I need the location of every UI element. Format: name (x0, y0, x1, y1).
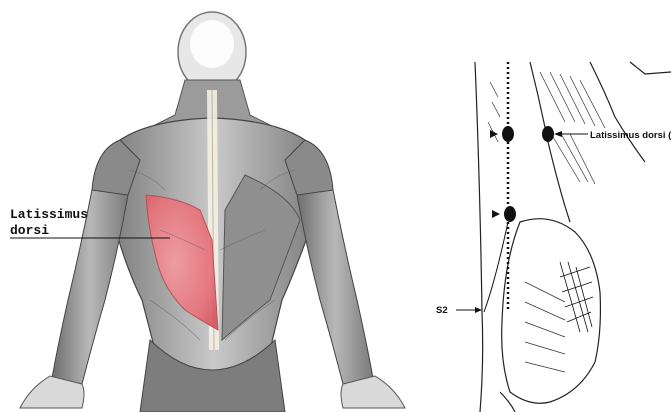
electrode-marker (502, 126, 514, 142)
right-arm (297, 190, 373, 384)
ld-electrode-marker (542, 126, 554, 142)
back-anatomy-svg: Latissimus dorsi (0, 0, 420, 412)
ld-label: Latissimus dorsi (LD) (590, 130, 671, 141)
ld-electrode-diagram: Latissimus dorsi (LD) S2 (470, 62, 671, 412)
electrode-marker (504, 206, 516, 222)
latissimus-label-line1: Latissimus (10, 207, 88, 222)
ld-diagram-svg: Latissimus dorsi (LD) S2 (470, 62, 671, 412)
s2-label: S2 (436, 305, 448, 316)
back-muscles-illustration: Latissimus dorsi (0, 0, 420, 412)
latissimus-label-line2: dorsi (10, 223, 49, 238)
